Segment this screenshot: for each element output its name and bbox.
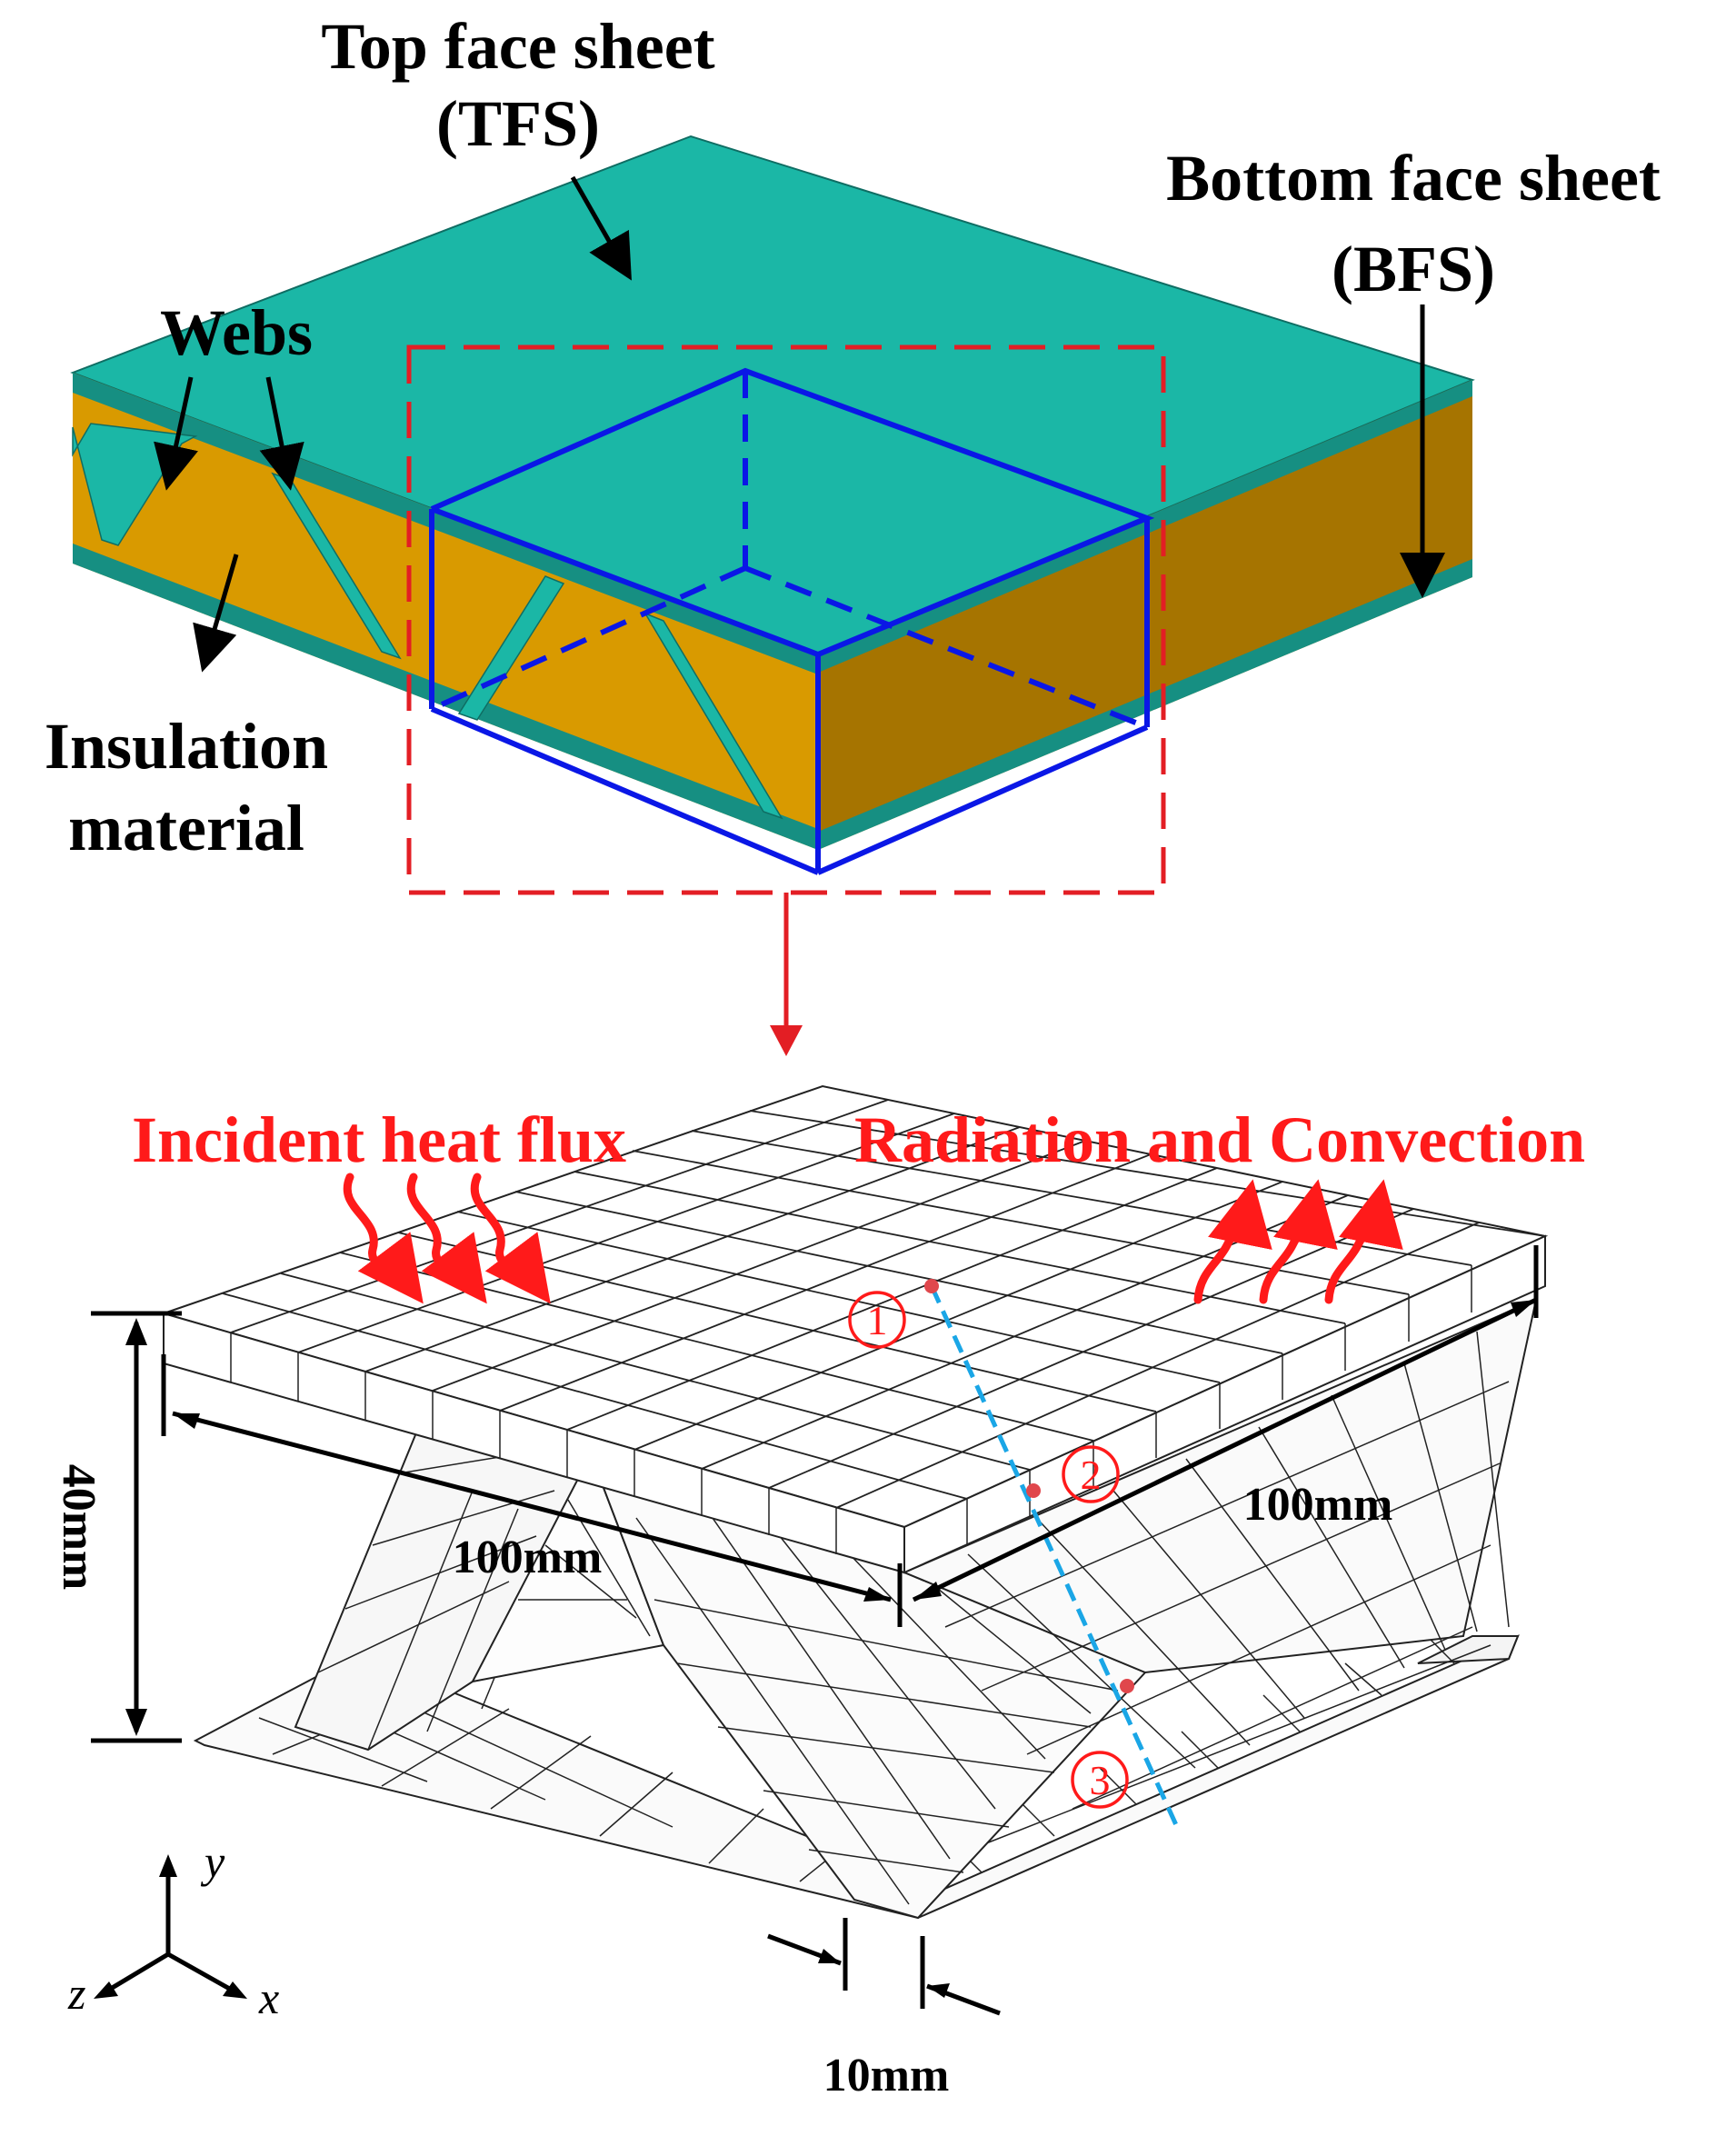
top-face-sheet-label: Top face sheet: [321, 10, 714, 83]
axis-z-label: z: [67, 1968, 85, 2019]
bottom-face-sheet-abbr: (BFS): [1332, 233, 1495, 305]
dim-thickness-label: 10mm: [823, 2050, 950, 2101]
panel-3d-view: Top face sheet (TFS) Bottom face sheet (…: [45, 10, 1661, 1056]
probe-point-3: [1120, 1679, 1134, 1693]
annotation-arrows: [154, 175, 1445, 673]
incident-flux-arrows: [343, 1173, 551, 1304]
incident-heat-flux-label: Incident heat flux: [132, 1103, 626, 1176]
top-face-sheet-abbr: (TFS): [436, 87, 600, 160]
bottom-face-sheet-label: Bottom face sheet: [1166, 142, 1661, 215]
axis-y-label: y: [200, 1836, 225, 1887]
dim-length-z-label: 100mm: [1243, 1479, 1393, 1531]
webs-label: Webs: [160, 296, 313, 369]
probe-label-1: 1: [867, 1297, 888, 1343]
probe-label-2: 2: [1081, 1452, 1102, 1498]
probe-label-3: 3: [1090, 1757, 1111, 1803]
tfs-edge-front: [73, 373, 818, 674]
probe-point-1: [924, 1279, 939, 1293]
bfs-edge-front: [73, 544, 818, 850]
detail-frame: [406, 344, 1166, 895]
highlight-box: [429, 367, 1155, 875]
probe-point-2: [1026, 1483, 1041, 1498]
radiation-convection-label: Radiation and Convection: [854, 1103, 1585, 1176]
probe-markers: [848, 1291, 1129, 1809]
dim-length-x-label: 100mm: [453, 1532, 603, 1583]
insulation-label: Insulation: [45, 710, 328, 783]
dimension-lines: [91, 1245, 1539, 2016]
axis-x-label: x: [258, 1972, 279, 2023]
dim-height-label: 40mm: [53, 1464, 105, 1591]
radiation-arrows: [1193, 1179, 1403, 1304]
probe-path: 1 2 3: [848, 1279, 1180, 1829]
panel-front-side: [73, 373, 818, 850]
insulation-label-2: material: [68, 792, 304, 864]
mesh-model: [160, 1084, 1549, 1920]
web-right-outer: [902, 1298, 1538, 1674]
top-plate-right: [903, 1234, 1546, 1574]
